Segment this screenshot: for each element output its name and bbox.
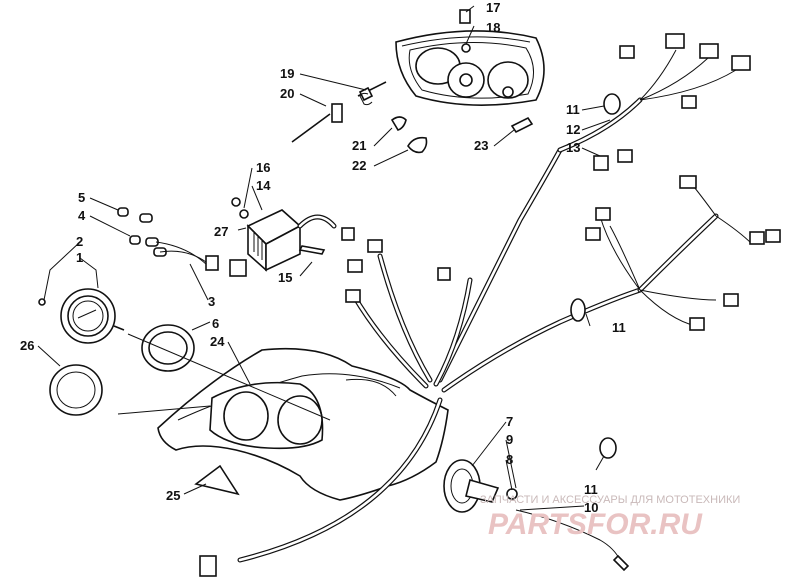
callout-9: 9 (506, 432, 513, 447)
leader-lines (37, 5, 611, 511)
callout-25: 25 (166, 488, 180, 503)
gauge-connectors (117, 207, 247, 277)
callout-2: 2 (76, 234, 83, 249)
callout-5: 5 (78, 190, 85, 205)
callout-labels: 17 18 19 20 21 22 23 11 12 13 16 14 27 1… (20, 0, 626, 515)
watermark: ЗАПЧАСТИ И АКСЕССУАРЫ ДЛЯ МОТОТЕХНИКИ PA… (480, 494, 740, 541)
callout-20: 20 (280, 86, 294, 101)
gauge-lens (49, 364, 103, 416)
callout-14: 14 (256, 178, 271, 193)
callout-11-bottom: 11 (584, 482, 598, 497)
callout-1: 1 (76, 250, 83, 265)
callout-13: 13 (566, 140, 580, 155)
callout-18: 18 (486, 20, 500, 35)
callout-4: 4 (78, 208, 86, 223)
callout-17: 17 (486, 0, 500, 15)
voltage-regulator (231, 197, 355, 272)
watermark-tagline: ЗАПЧАСТИ И АКСЕССУАРЫ ДЛЯ МОТОТЕХНИКИ (480, 494, 740, 506)
watermark-logo: PARTSFOR.RU (488, 508, 703, 541)
callout-3: 3 (208, 294, 215, 309)
bulb-socket-parts (291, 81, 534, 154)
callout-19: 19 (280, 66, 294, 81)
callout-27: 27 (214, 224, 228, 239)
instrument-hood (157, 347, 449, 501)
callout-10: 10 (584, 500, 598, 515)
callout-23: 23 (474, 138, 488, 153)
callout-7: 7 (506, 414, 513, 429)
callout-24: 24 (210, 334, 225, 349)
speedometer-gauge (38, 288, 125, 344)
callout-15: 15 (278, 270, 292, 285)
callout-11-top: 11 (566, 102, 580, 117)
speedometer-drive (443, 459, 630, 572)
wire-harness (199, 33, 781, 577)
callout-21: 21 (352, 138, 366, 153)
callout-22: 22 (352, 158, 366, 173)
gauge-bezel (141, 324, 195, 372)
callout-12: 12 (566, 122, 580, 137)
callout-8: 8 (506, 452, 513, 467)
callout-26: 26 (20, 338, 34, 353)
callout-11-mid: 11 (612, 320, 626, 335)
callout-6: 6 (212, 316, 219, 331)
callout-16: 16 (256, 160, 270, 175)
headlight-assembly (395, 9, 545, 106)
